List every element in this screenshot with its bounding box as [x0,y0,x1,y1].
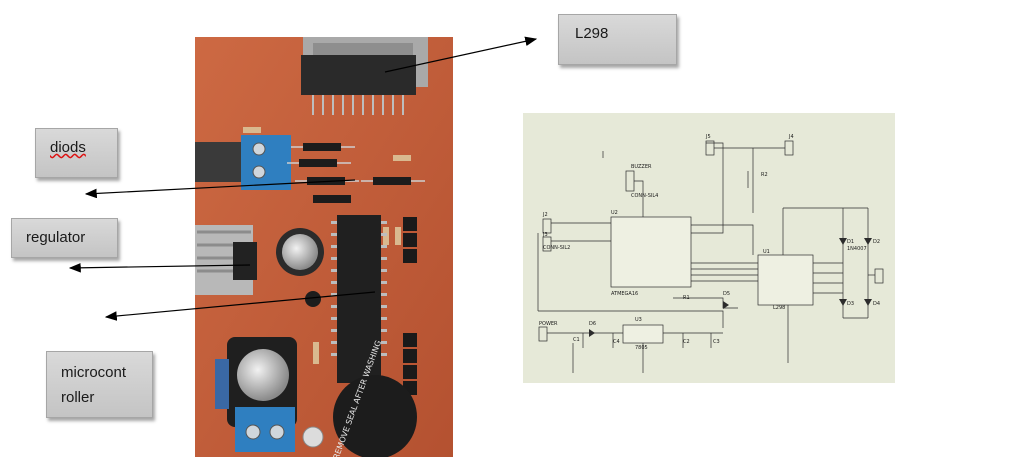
r1-ref: R1 [683,295,690,301]
u1-ref: U1 [763,249,770,255]
j2-ref: J2 [542,212,548,218]
u2-ref: U2 [611,210,618,216]
d4-ref: D4 [873,301,880,307]
schematic-diagram: BUZZER CONN-SIL4 U2 ATMEGA16 U1 L298 U3 … [523,113,895,383]
c3-ref: C3 [713,339,720,345]
u2-part: ATMEGA16 [611,291,638,297]
label-microcontroller: microcont roller [46,351,153,418]
regulator-heatsink [195,225,257,295]
capacitor-bottom [215,337,297,427]
label-microcontroller-line2: roller [61,389,95,406]
label-regulator-text: regulator [26,229,86,246]
terminal-block-bottom [235,407,295,452]
d6-ref: D6 [589,321,596,327]
diode-part-ref: 1N4007 [847,246,867,252]
d2-ref: D2 [873,239,880,245]
r2-ref: R2 [761,172,768,178]
label-diods: diods [35,128,118,178]
d3-ref: D3 [847,301,854,307]
buzzer-ref: BUZZER [631,164,652,170]
d5-ref: D5 [723,291,730,297]
c1-ref: C1 [573,337,580,343]
transistor [305,291,321,307]
conn-sil2-ref: CONN-SIL2 [543,245,570,251]
pcb-photo: HXD REMOVE SEAL AFTER WASHING [195,37,453,457]
u3-part: 7805 [635,345,648,351]
label-regulator: regulator [11,218,118,258]
label-diods-text: diods [50,139,86,156]
label-l298: L298 [558,14,677,65]
conn-sil4-ref: CONN-SIL4 [631,193,658,199]
power-ref: POWER [539,321,558,327]
j4-ref: J4 [788,134,794,140]
j3-ref: J3 [542,232,548,238]
led [302,426,324,448]
u3-ref: U3 [635,317,642,323]
d1-ref: D1 [847,239,854,245]
terminal-block-top [195,135,291,190]
microcontroller-chip [331,215,387,383]
label-l298-text: L298 [575,25,609,42]
capacitor-top [276,228,324,276]
label-microcontroller-line1: microcont [61,364,127,381]
j5-ref: J5 [705,134,711,140]
c4-ref: C4 [613,339,620,345]
u1-part: L298 [773,305,785,311]
c2-ref: C2 [683,339,690,345]
